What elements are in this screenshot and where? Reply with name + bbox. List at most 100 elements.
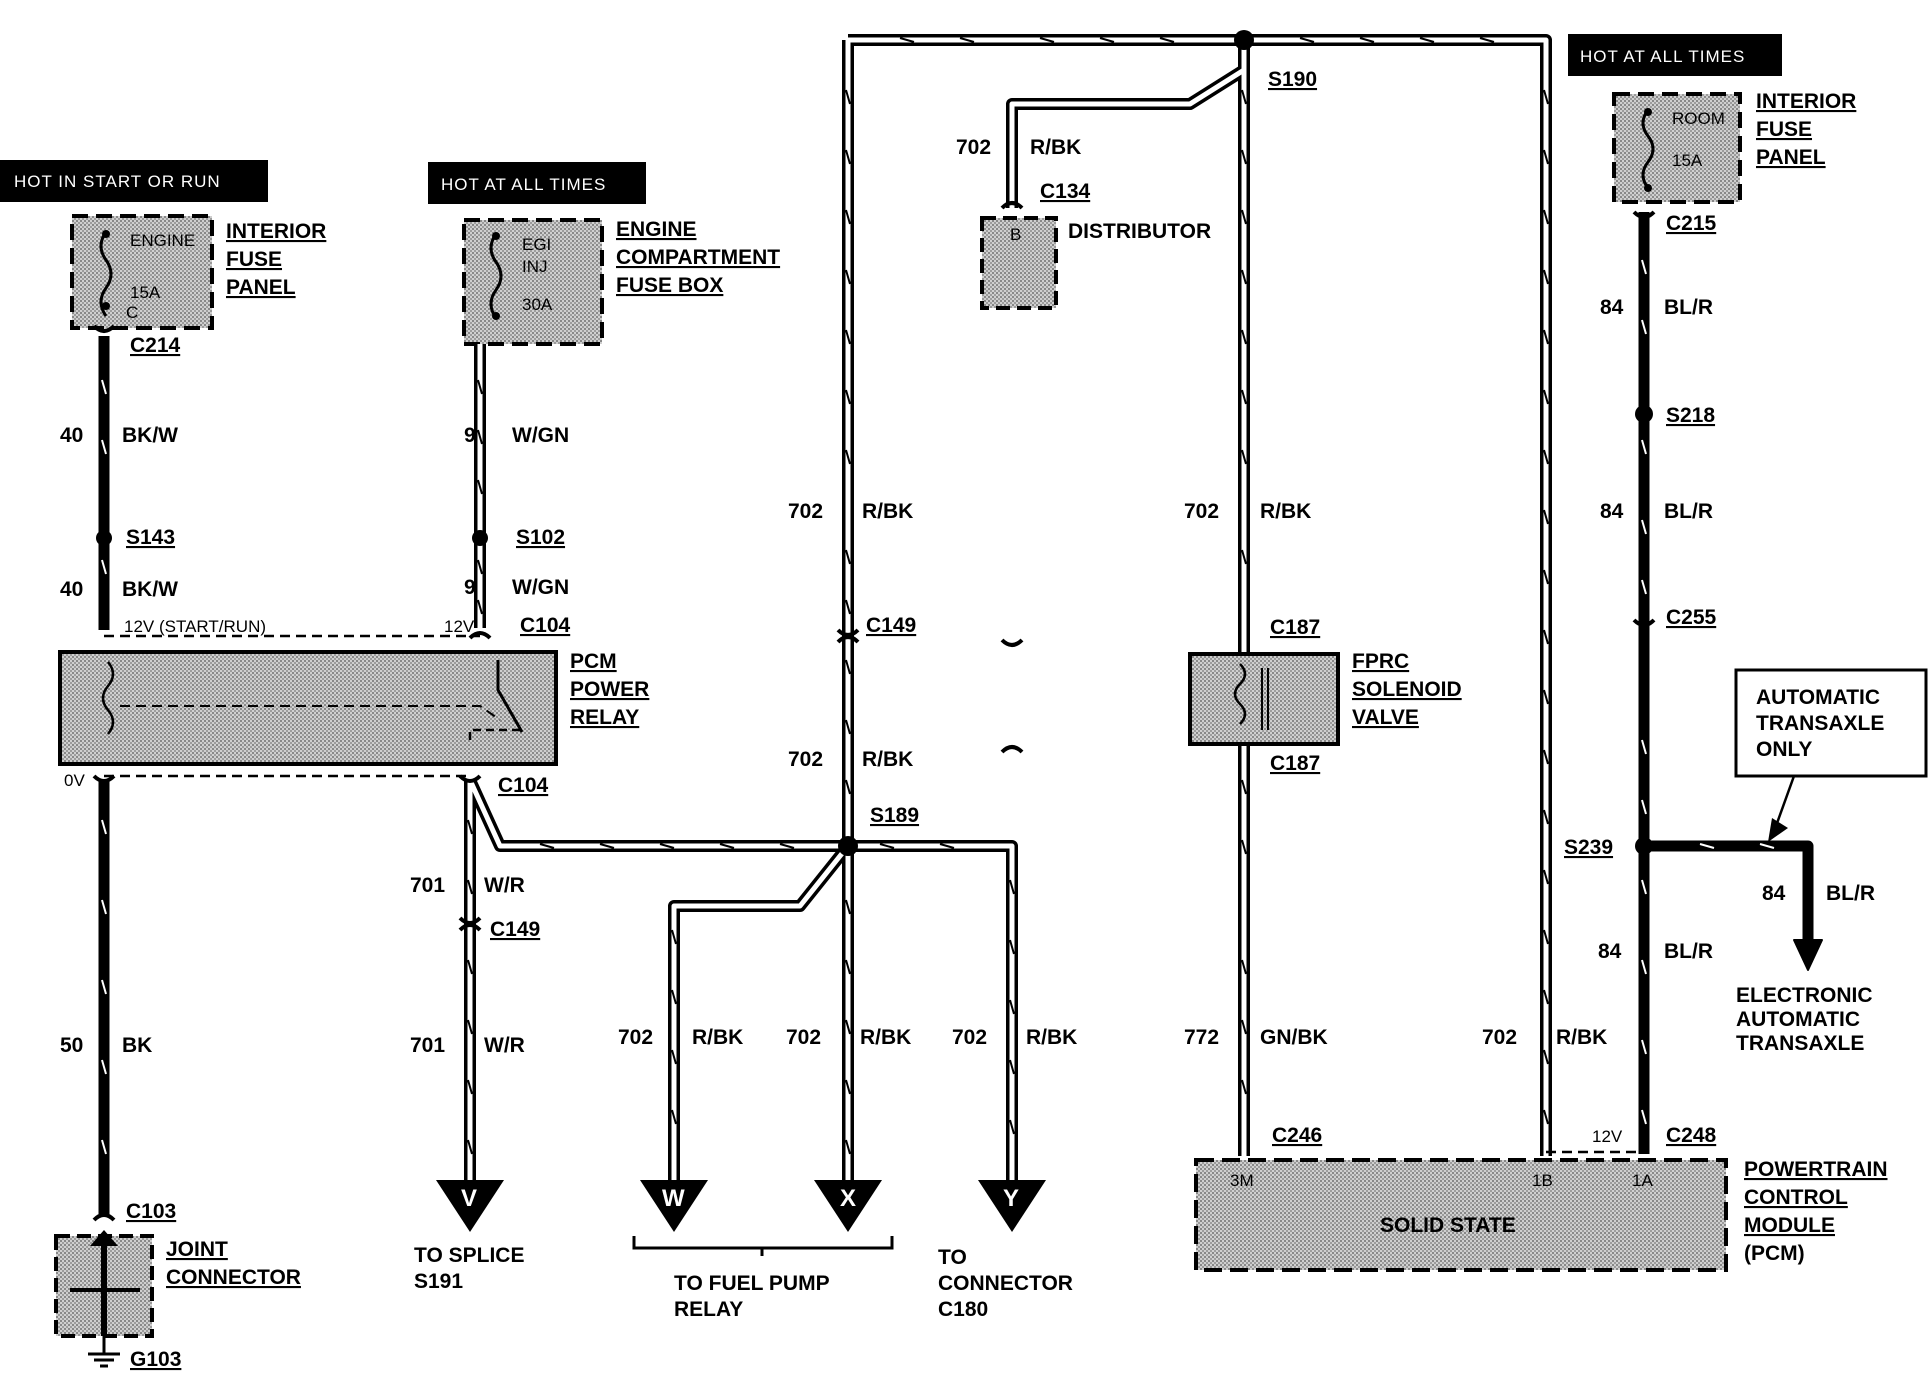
connector-c104-top: C104 <box>520 614 571 637</box>
terminal-x: X <box>814 1180 882 1232</box>
wire-701-lower-color: W/R <box>484 1034 525 1057</box>
wire-702-x-color: R/BK <box>860 1026 911 1049</box>
wire-702-mid-lower-circuit: 702 <box>788 748 823 771</box>
connector-c149-mid: C149 <box>866 614 916 637</box>
svg-text:30A: 30A <box>522 295 553 314</box>
pcm-relay-pin-0v: 0V <box>64 771 85 790</box>
engine-fuse-box-title-2: COMPARTMENT <box>616 246 780 269</box>
svg-text:1A: 1A <box>1632 1171 1653 1190</box>
wire-84-a-color: BL/R <box>1664 296 1713 319</box>
svg-text:X: X <box>840 1185 856 1212</box>
svg-text:HOT IN START OR RUN: HOT IN START OR RUN <box>14 172 221 191</box>
terminal-v-caption-1: TO SPLICE <box>414 1244 524 1267</box>
connector-c187-top: C187 <box>1270 616 1320 639</box>
distributor-wire-color: R/BK <box>1030 136 1081 159</box>
connector-c255: C255 <box>1666 606 1717 629</box>
wire-9-lower-color: W/GN <box>512 576 569 599</box>
svg-text:EGI: EGI <box>522 235 551 254</box>
svg-text:HOT AT ALL TIMES: HOT AT ALL TIMES <box>441 175 606 194</box>
wire-701-lower-circuit: 701 <box>410 1034 445 1057</box>
wire-701-upper-circuit: 701 <box>410 874 445 897</box>
wire-84-b-circuit: 84 <box>1600 500 1624 523</box>
wire-40-upper-color: BK/W <box>122 424 178 447</box>
pcm-module-box: 3M 1B 1A SOLID STATE <box>1194 1150 1728 1272</box>
fuel-pump-caption-2: RELAY <box>674 1298 743 1321</box>
auto-note-line-3: ONLY <box>1756 738 1812 761</box>
wire-702-y-color: R/BK <box>1026 1026 1077 1049</box>
pcm-title-2: CONTROL <box>1744 1186 1848 1209</box>
hot-label-start-run: HOT IN START OR RUN <box>0 160 268 202</box>
connector-c214: C214 <box>130 334 181 357</box>
svg-text:SOLID STATE: SOLID STATE <box>1380 1214 1516 1237</box>
wire-40-lower-circuit: 40 <box>60 578 83 601</box>
interior-fuse-panel-left-title-3: PANEL <box>226 276 296 299</box>
wire-40-lower-color: BK/W <box>122 578 178 601</box>
wire-labels: 40 BK/W 40 BK/W 9 W/GN 9 W/GN 50 BK 701 … <box>60 296 1875 1057</box>
terminal-y-caption-3: C180 <box>938 1298 988 1321</box>
connector-c104-bottom: C104 <box>498 774 549 797</box>
connector-c248: C248 <box>1666 1124 1717 1147</box>
joint-connector-title-1: JOINT <box>166 1238 228 1261</box>
wire-9-upper-color: W/GN <box>512 424 569 447</box>
eat-line-2: AUTOMATIC <box>1736 1008 1860 1031</box>
interior-fuse-panel-left: ENGINE 15A C <box>70 214 214 330</box>
fprc-title-2: SOLENOID <box>1352 678 1462 701</box>
interior-fuse-panel-left-title-1: INTERIOR <box>226 220 326 243</box>
svg-text:INJ: INJ <box>522 257 548 276</box>
fprc-title-1: FPRC <box>1352 650 1409 673</box>
joint-connector-box <box>54 1230 154 1368</box>
wire-702-y-circuit: 702 <box>952 1026 987 1049</box>
pcm-relay-title-3: RELAY <box>570 706 639 729</box>
connector-c246: C246 <box>1272 1124 1322 1147</box>
wire-702-mid-upper-circuit: 702 <box>788 500 823 523</box>
terminal-v-caption-2: S191 <box>414 1270 463 1293</box>
wire-702-fprc-color: R/BK <box>1260 500 1311 523</box>
pcm-power-relay-box <box>58 634 558 778</box>
connector-c134: C134 <box>1040 180 1091 203</box>
splice-s218: S218 <box>1666 404 1715 427</box>
pcm-title-1: POWERTRAIN <box>1744 1158 1888 1181</box>
wire-702-pcm-circuit: 702 <box>1482 1026 1517 1049</box>
pcm-title-4: (PCM) <box>1744 1242 1805 1265</box>
wire-84-branch-color: BL/R <box>1826 882 1875 905</box>
wire-50-color: BK <box>122 1034 152 1057</box>
splice-connector-labels: C214 C215 S143 S102 S189 S190 S218 S239 … <box>126 68 1717 1223</box>
distributor-wire-circuit: 702 <box>956 136 991 159</box>
svg-text:3M: 3M <box>1230 1171 1254 1190</box>
connector-c187-bottom: C187 <box>1270 752 1320 775</box>
svg-text:V: V <box>461 1185 477 1212</box>
wire-9-lower-circuit: 9 <box>464 576 476 599</box>
wire-9-upper-circuit: 9 <box>464 424 476 447</box>
splice-s189: S189 <box>870 804 919 827</box>
wire-84-c-circuit: 84 <box>1598 940 1622 963</box>
ground-g103: G103 <box>130 1348 181 1371</box>
svg-text:ROOM: ROOM <box>1672 109 1725 128</box>
splice-dots <box>96 30 1653 856</box>
svg-text:C: C <box>126 303 138 322</box>
connector-marks <box>92 201 1656 1222</box>
interior-fuse-panel-right-title-3: PANEL <box>1756 146 1826 169</box>
wire-84-b-color: BL/R <box>1664 500 1713 523</box>
pcm-pin-12v: 12V <box>1592 1127 1623 1146</box>
eat-line-1: ELECTRONIC <box>1736 984 1873 1007</box>
wire-702-mid-upper-color: R/BK <box>862 500 913 523</box>
wire-701-upper-color: W/R <box>484 874 525 897</box>
wire-772-color: GN/BK <box>1260 1026 1328 1049</box>
automatic-transaxle-note <box>1734 668 1928 842</box>
wire-702-x-circuit: 702 <box>786 1026 821 1049</box>
interior-fuse-panel-right: ROOM 15A <box>1612 92 1742 204</box>
engine-fuse-box-title-1: ENGINE <box>616 218 697 241</box>
splice-s143: S143 <box>126 526 175 549</box>
pcm-relay-pin-12v-start-run: 12V (START/RUN) <box>124 617 266 636</box>
wire-702-pcm-color: R/BK <box>1556 1026 1607 1049</box>
wire-84-branch-circuit: 84 <box>1762 882 1786 905</box>
svg-text:1B: 1B <box>1532 1171 1553 1190</box>
hot-label-engine-fuse: HOT AT ALL TIMES <box>428 162 646 204</box>
wire-772-circuit: 772 <box>1184 1026 1219 1049</box>
pcm-title-3: MODULE <box>1744 1214 1835 1237</box>
interior-fuse-panel-right-title-2: FUSE <box>1756 118 1812 141</box>
fuel-pump-bracket <box>632 1236 894 1256</box>
svg-text:HOT AT ALL TIMES: HOT AT ALL TIMES <box>1580 47 1745 66</box>
wire-702-w-circuit: 702 <box>618 1026 653 1049</box>
